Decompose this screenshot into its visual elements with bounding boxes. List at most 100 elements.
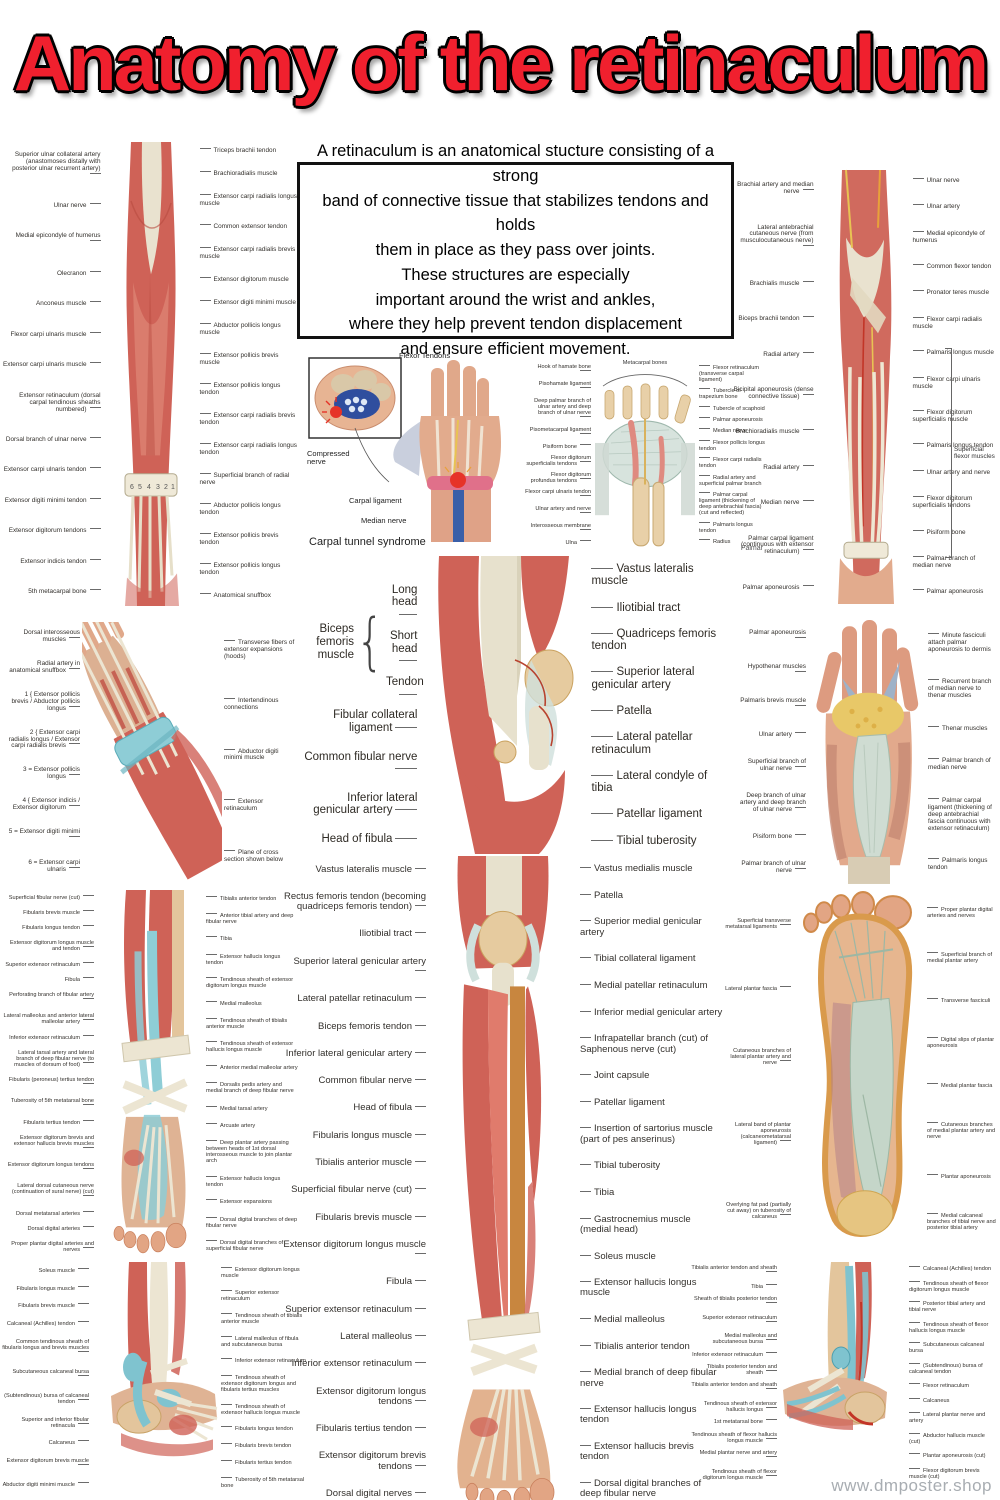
carpal-tunnel-art — [308, 357, 501, 542]
anatomy-label: Fibularis tertius tendon — [316, 1423, 426, 1434]
anatomy-label: Head of fibula — [321, 833, 417, 845]
anatomy-label: Ulnar artery and nerve — [913, 469, 991, 477]
anatomy-label: Palmaris longus tendon — [699, 522, 765, 534]
anatomy-label: Iliotibial tract — [591, 602, 680, 614]
anatomy-label: Medial malleolus — [206, 1001, 262, 1007]
anatomy-label: Vastus medialis muscle — [580, 863, 693, 874]
anatomy-label: Patellar ligament — [591, 808, 702, 820]
anatomy-label: Fibularis longus muscle — [313, 1130, 426, 1141]
anatomy-label: Palmar aponeurosis — [743, 584, 814, 592]
anatomy-label: Dorsal branch of ulnar nerve — [6, 436, 101, 444]
anatomy-label: Extensor hallucis longus tendon — [580, 1405, 723, 1426]
anatomy-label: Common extensor tendon — [200, 223, 288, 231]
bracket-label: Superficial flexor muscles — [954, 446, 995, 460]
anatomy-label: Flexor digitorum brevis muscle (cut) — [909, 1468, 996, 1480]
intro-box: A retinaculum is an anatomical stucture … — [297, 142, 734, 358]
anatomy-label: Superior ulnar collateral artery (anasto… — [2, 151, 100, 180]
anatomy-label: Palmaris longus muscle — [913, 349, 994, 357]
anatomy-label: Iliotibial tract — [359, 929, 426, 940]
anatomy-label: Flexor digitorum superficialis muscle — [913, 409, 997, 424]
anatomy-label: Extensor pollicis longus tendon — [200, 562, 299, 577]
anatomy-label: Perforating branch of fibular artery — [2, 992, 94, 1004]
anatomy-label: Dorsal digital branches of deep fibular … — [580, 1478, 723, 1500]
anatomy-label: Common fibular nerve — [319, 1075, 426, 1086]
anatomy-label: Plantar aponeurosis — [927, 1174, 991, 1180]
anatomy-label: Palmar branch of ulnar nerve — [738, 860, 806, 875]
anatomy-label: Radial artery — [763, 464, 813, 472]
anatomy-label: Anterior tibial artery and deep fibular … — [206, 913, 298, 925]
anatomy-label: Insertion of sartorius muscle (part of p… — [580, 1124, 723, 1145]
ankle-medial-art — [783, 1262, 887, 1430]
anatomy-label: Biceps femoris tendon — [318, 1021, 426, 1032]
anatomy-label: Ulnar artery and nerve — [525, 506, 591, 518]
anatomy-label: Tibialis posterior tendon and sheath — [690, 1364, 777, 1376]
anatomy-label: Anatomical snuffbox — [200, 592, 271, 600]
ankle-lateral-illustration — [91, 1262, 219, 1494]
anatomy-label: Superior and inferior fibular retinacula — [2, 1417, 89, 1429]
anatomy-label: Medial epicondyle of humerus — [913, 230, 997, 245]
anatomy-label: Ulna — [565, 540, 591, 546]
carpal-tunnel-caption: Carpal tunnel syndrome — [309, 536, 426, 548]
anatomy-label: Extensor carpi radialis brevis tendon — [200, 412, 299, 427]
anatomy-label: Biceps brachii tendon — [738, 315, 813, 323]
anatomy-label: Pronator teres muscle — [913, 290, 990, 297]
anatomy-label: Flexor carpi ulnaris tendon — [525, 489, 591, 501]
anatomy-label: Ulnar nerve — [53, 202, 100, 210]
anatomy-label: Flexor carpi radialis muscle — [913, 316, 997, 331]
svg-text:6: 6 — [130, 484, 134, 491]
ankle-anterior-art — [113, 890, 191, 1254]
anatomy-label: Tibialis anterior tendon and sheath — [690, 1265, 777, 1277]
anatomy-label: Medial malleolus and subcutaneous bursa — [690, 1333, 777, 1345]
anatomy-label: Palmar aponeurosis — [738, 629, 806, 644]
hand-dorsal-art — [82, 622, 222, 880]
svg-text:1: 1 — [171, 484, 175, 491]
anatomy-label: Fibularis brevis muscle — [18, 1303, 89, 1309]
anatomy-label: Pisometacarpal ligament — [525, 427, 591, 439]
anatomy-label: Tendinous sheath of extensor digitorum l… — [221, 1375, 308, 1393]
anatomy-label: Tendon — [386, 676, 424, 701]
anatomy-label: Flexor carpi radialis tendon — [699, 457, 765, 469]
anatomy-label: Pisiform bone — [753, 833, 806, 841]
anatomy-label: Patellar ligament — [580, 1097, 665, 1108]
knee-lateral-art — [438, 556, 574, 854]
anatomy-label: Medial calcaneal branches of tibial nerv… — [927, 1213, 996, 1232]
anatomy-label: Extensor indicis tendon — [20, 558, 100, 566]
anatomy-label: Tendinous sheath of extensor hallucis lo… — [221, 1404, 308, 1416]
anatomy-label: Extensor hallucis longus tendon — [206, 1176, 298, 1188]
anatomy-label: Inferior lateral genicular artery — [302, 792, 417, 817]
anatomy-label: Hook of hamate bone — [525, 364, 592, 376]
anatomy-label: Calcaneal (Achilles) tendon — [909, 1266, 991, 1272]
anatomy-label: Hypothenar muscles — [738, 663, 806, 678]
anatomy-label: Extensor carpi ulnaris tendon — [4, 467, 101, 474]
foot-plantar-art — [803, 891, 913, 1237]
anatomy-label: Lateral plantar fascia — [725, 986, 791, 992]
anatomy-label: (Subtendinous) bursa of calcaneal tendon — [2, 1393, 89, 1405]
anatomy-label: Tendinous sheath of flexor hallucis long… — [909, 1322, 996, 1334]
anatomy-label: Palmaris longus tendon — [928, 857, 996, 872]
anatomy-label: Flexor carpi ulnaris muscle — [913, 376, 997, 391]
anatomy-label: Superior lateral genicular artery — [591, 666, 730, 691]
anatomy-label: Lateral patellar retinaculum — [591, 731, 730, 756]
anatomy-label: Extensor hallucis brevis tendon — [580, 1442, 723, 1463]
anatomy-label: Soleus muscle — [39, 1268, 89, 1274]
group-brace: { — [356, 606, 384, 678]
anatomy-label: Superficial branch of medial plantar art… — [927, 952, 996, 964]
ankle-anterior-left-labels: Superficial fibular nerve (cut)Fibularis… — [2, 890, 94, 1258]
anatomy-label: Inferior lateral genicular artery — [286, 1048, 426, 1059]
anatomy-label: Medial plantar fascia — [927, 1083, 992, 1089]
anatomy-label: Flexor digitorum profundus tendons — [525, 472, 591, 484]
anatomy-label: Abductor digiti minimi muscle — [3, 1482, 89, 1488]
knee-lateral-illustration — [419, 556, 589, 854]
anatomy-label: 6 = Extensor carpi ulnaris — [8, 859, 80, 874]
